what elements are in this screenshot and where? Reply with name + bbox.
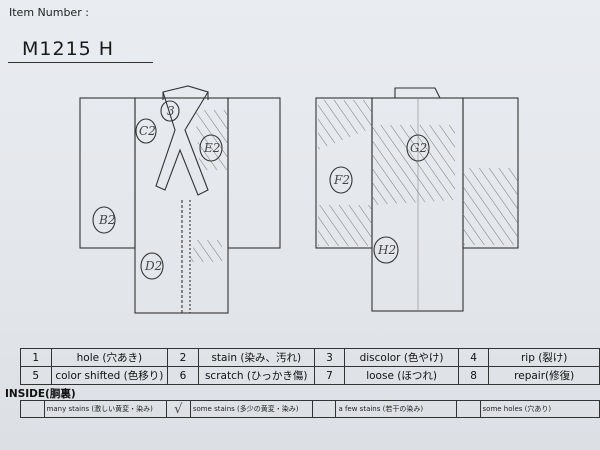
legend-num: 7	[313, 366, 346, 385]
front-mark-labels: B2 C2 D2 E2 3	[98, 104, 220, 273]
inside-condition-table: many stains (激しい黄変・染み) √ some stains (多少…	[20, 400, 600, 418]
front-collar	[155, 85, 209, 196]
kimono-front-diagram	[79, 85, 281, 314]
front-mark-b2: B2	[98, 213, 115, 227]
mark-circle-h2	[373, 236, 399, 264]
inside-option-text: a few stains (若干の染み)	[335, 400, 457, 418]
back-stain-hatch-body	[372, 125, 455, 205]
damage-legend-table: 1 hole (穴あき) 2 stain (染み、汚れ) 3 discolor …	[20, 348, 600, 385]
legend-num: 4	[457, 348, 490, 367]
front-mark-e2: E2	[203, 141, 220, 155]
legend-num: 5	[20, 366, 52, 385]
inside-option-text: some holes (穴あり)	[479, 400, 600, 418]
inside-checkbox[interactable]	[456, 400, 481, 418]
legend-text: repair(修復)	[488, 366, 600, 385]
legend-text: rip (裂け)	[488, 348, 600, 367]
legend-num: 8	[457, 366, 490, 385]
legend-row: 5 color shifted (色移り) 6 scratch (ひっかき傷) …	[20, 366, 600, 385]
back-stain-hatch-topleft	[318, 100, 372, 150]
legend-num: 2	[167, 348, 199, 367]
front-stain-hatch-lower	[190, 240, 222, 262]
kimono-back-diagram	[315, 87, 519, 312]
inside-checkbox[interactable]	[20, 400, 45, 418]
item-number-label: Item Number :	[9, 6, 89, 19]
back-mark-labels: F2 G2 H2	[333, 141, 427, 257]
back-mark-h2: H2	[377, 243, 396, 257]
mark-circle-e2	[199, 134, 223, 162]
legend-num: 1	[20, 348, 52, 367]
legend-num: 3	[313, 348, 346, 367]
mark-circle-b2	[92, 206, 116, 234]
legend-text: loose (ほつれ)	[344, 366, 459, 385]
inside-checkbox[interactable]: √	[165, 400, 191, 418]
legend-text: discolor (色やけ)	[344, 348, 459, 367]
mark-circle-3	[160, 100, 180, 122]
legend-text: stain (染み、汚れ)	[197, 348, 315, 367]
back-stain-hatch-sleeve	[318, 205, 372, 246]
item-number-value: M1215 H	[22, 38, 115, 60]
front-mark-d2: D2	[144, 259, 162, 273]
back-stain-hatch-rightsleeve	[463, 168, 518, 245]
legend-text: scratch (ひっかき傷)	[197, 366, 315, 385]
legend-row: 1 hole (穴あき) 2 stain (染み、汚れ) 3 discolor …	[20, 348, 600, 367]
back-mark-g2: G2	[410, 141, 427, 155]
item-number-underline	[8, 62, 153, 63]
back-mark-f2: F2	[333, 173, 350, 187]
mark-circle-d2	[140, 252, 164, 280]
back-collar	[394, 87, 441, 99]
mark-circle-c2	[135, 118, 157, 144]
mark-circle-g2	[406, 134, 430, 162]
front-mark-c2: C2	[139, 124, 156, 138]
inside-checkbox[interactable]	[311, 400, 337, 418]
front-mark-3: 3	[167, 104, 175, 118]
front-right-sleeve	[227, 97, 281, 249]
inside-option-text: some stains (多少の黄変・染み)	[189, 400, 313, 418]
legend-text: hole (穴あき)	[50, 348, 169, 367]
mark-circle-f2	[329, 166, 353, 194]
inside-row: many stains (激しい黄変・染み) √ some stains (多少…	[20, 400, 600, 418]
legend-num: 6	[167, 366, 199, 385]
legend-text: color shifted (色移り)	[50, 366, 169, 385]
inside-section-label: INSIDE(胴裏)	[5, 388, 76, 400]
inside-option-text: many stains (激しい黄変・染み)	[43, 400, 167, 418]
